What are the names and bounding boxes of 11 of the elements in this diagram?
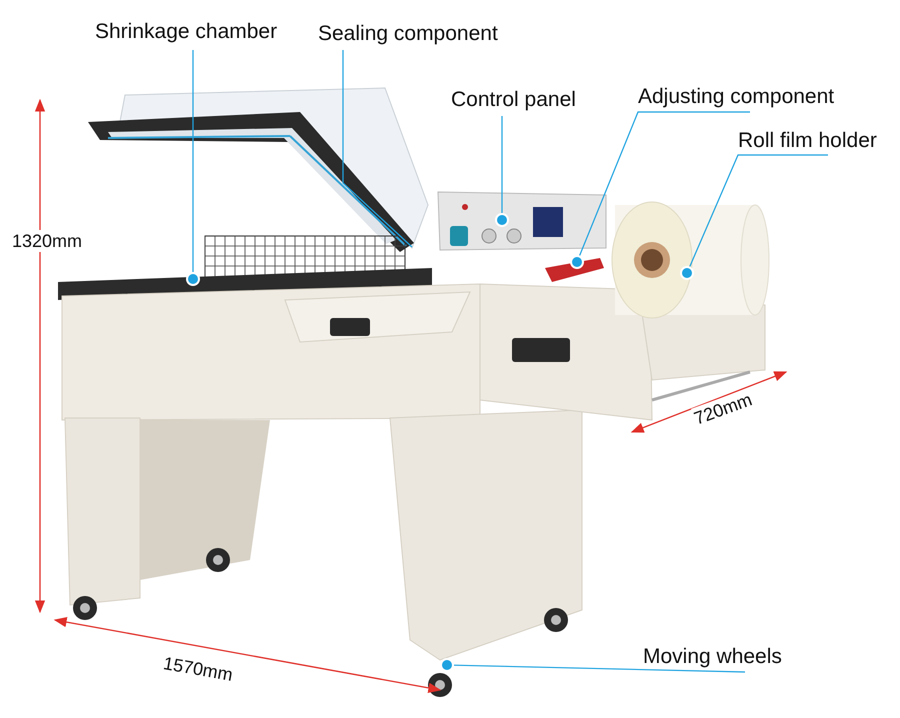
leader-line — [454, 664, 746, 673]
leader-line — [342, 50, 412, 248]
callout-label: Control panel — [451, 88, 576, 110]
callout-label: Shrinkage chamber — [95, 20, 278, 42]
callout-label: Adjusting component — [638, 86, 834, 106]
dimension-label: 1320mm — [12, 230, 82, 252]
leader-line — [689, 154, 828, 267]
callout-label: Moving wheels — [643, 646, 782, 666]
callout-label: Roll film holder — [738, 130, 877, 150]
callout-label: Sealing component — [318, 22, 498, 44]
leader-line — [192, 50, 194, 272]
